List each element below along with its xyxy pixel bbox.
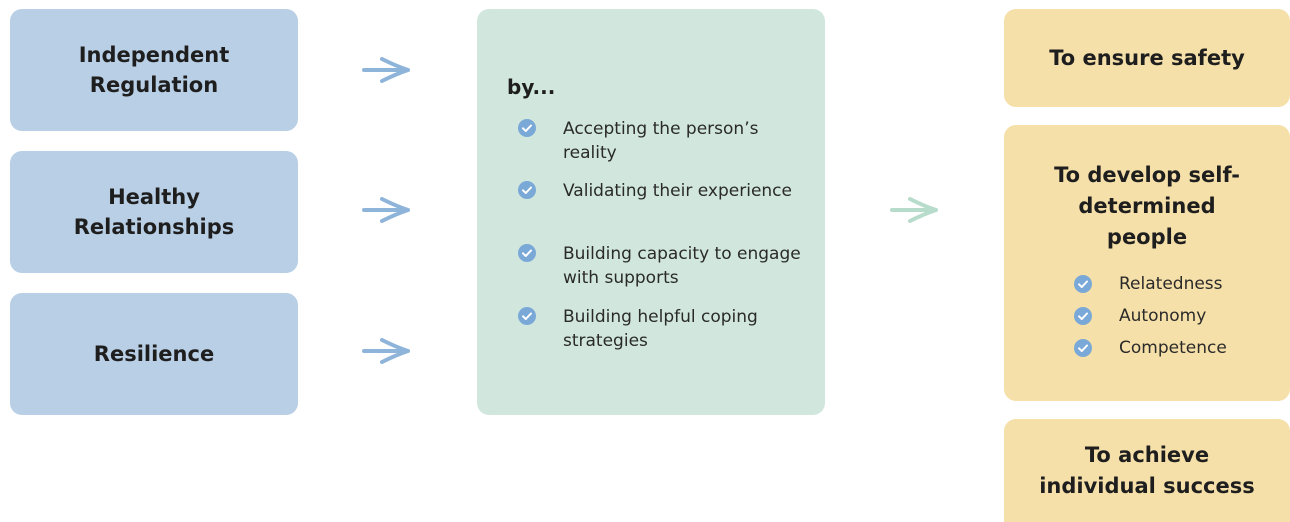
- arrow-right-icon: [362, 57, 410, 83]
- individual-success-box: To achieve individual success: [1004, 419, 1290, 522]
- check-circle-icon: [1074, 307, 1092, 325]
- ensure-safety-title: To ensure safety: [1049, 45, 1245, 70]
- develop-item-autonomy: Autonomy: [1119, 306, 1207, 326]
- arrow-right-icon: [890, 197, 938, 223]
- by-item-building-capacity: Building capacity to engage with support…: [563, 244, 801, 288]
- check-circle-icon: [518, 181, 536, 199]
- independent-regulation-box: Independent Regulation: [10, 9, 298, 131]
- independent-regulation-label: Independent Regulation: [78, 43, 230, 97]
- resilience-box: Resilience: [10, 293, 298, 415]
- develop-people-box: To develop self-determined people Relate…: [1004, 125, 1290, 401]
- check-circle-icon: [1074, 275, 1092, 293]
- by-item-accepting: Accepting the person’s reality: [563, 119, 759, 163]
- ensure-safety-box: To ensure safety: [1004, 9, 1290, 107]
- by-title: by...: [507, 75, 556, 99]
- healthy-relationships-box: Healthy Relationships: [10, 151, 298, 273]
- healthy-relationships-label: Healthy Relationships: [73, 185, 235, 239]
- arrow-right-icon: [362, 338, 410, 364]
- check-circle-icon: [518, 307, 536, 325]
- by-box: by... Accepting the person’s reality Val…: [477, 9, 825, 415]
- check-circle-icon: [518, 119, 536, 137]
- resilience-label: Resilience: [93, 342, 215, 366]
- by-item-coping: Building helpful coping strategies: [563, 307, 758, 351]
- by-item-validating: Validating their experience: [563, 181, 792, 201]
- develop-people-title: To develop self-determined people: [1054, 163, 1240, 249]
- individual-success-title: To achieve individual success: [1039, 442, 1255, 498]
- arrow-right-icon: [362, 197, 410, 223]
- check-circle-icon: [1074, 339, 1092, 357]
- develop-item-competence: Competence: [1119, 338, 1227, 358]
- check-circle-icon: [518, 244, 536, 262]
- develop-item-relatedness: Relatedness: [1119, 274, 1223, 294]
